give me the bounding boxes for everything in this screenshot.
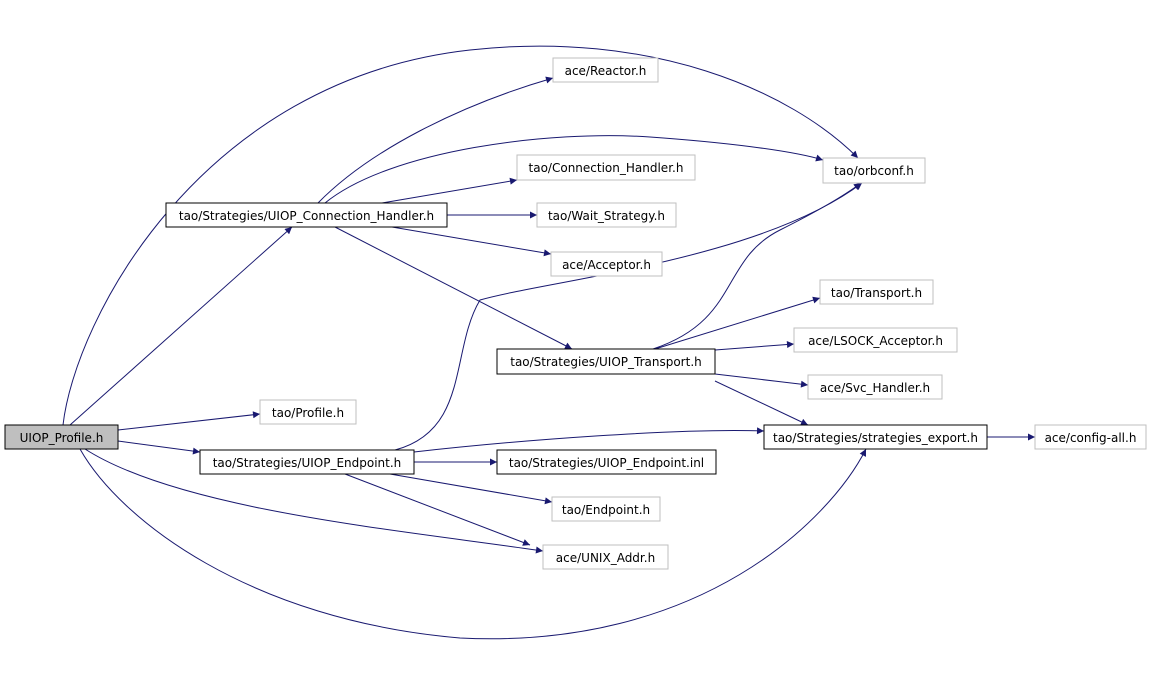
node-label: tao/Strategies/UIOP_Endpoint.inl xyxy=(509,456,704,470)
node-uiop-profile[interactable]: UIOP_Profile.h xyxy=(4,424,119,450)
edge-conn-handler-to-orbconf xyxy=(324,135,824,204)
node-box xyxy=(542,544,669,570)
node-box xyxy=(4,424,119,450)
node-lsock-acceptor[interactable]: ace/LSOCK_Acceptor.h xyxy=(793,327,958,353)
node-box xyxy=(199,449,415,475)
node-box xyxy=(259,399,357,425)
edge-transport-to-tao-transport xyxy=(654,296,821,350)
node-transport[interactable]: tao/Strategies/UIOP_Transport.h xyxy=(496,348,716,375)
edges-layer xyxy=(62,45,1035,640)
node-label: ace/LSOCK_Acceptor.h xyxy=(808,334,943,348)
edge-transport-to-strategies-export xyxy=(714,380,809,426)
node-box xyxy=(819,279,934,305)
node-tao-endpoint[interactable]: tao/Endpoint.h xyxy=(551,496,661,522)
node-tao-profile[interactable]: tao/Profile.h xyxy=(259,399,357,425)
node-label: tao/Transport.h xyxy=(831,286,922,300)
edge-uiop-profile-to-conn-handler xyxy=(69,226,293,426)
node-orbconf[interactable]: tao/orbconf.h xyxy=(822,157,926,184)
node-label: tao/Profile.h xyxy=(272,406,344,420)
nodes-layer: UIOP_Profile.h tao/Strategies/UIOP_Connec… xyxy=(4,57,1147,570)
node-label: tao/orbconf.h xyxy=(834,164,914,178)
node-box xyxy=(496,449,717,475)
edge-endpoint-to-orbconf xyxy=(394,182,863,451)
node-config-all[interactable]: ace/config-all.h xyxy=(1034,424,1147,450)
node-box xyxy=(536,202,677,228)
edge-transport-to-svc-handler xyxy=(714,373,809,388)
node-endpoint[interactable]: tao/Strategies/UIOP_Endpoint.h xyxy=(199,449,415,475)
edge-endpoint-to-strategies-export xyxy=(413,427,765,453)
node-label: UIOP_Profile.h xyxy=(20,431,104,445)
node-label: tao/Endpoint.h xyxy=(562,503,650,517)
node-box xyxy=(1034,424,1147,450)
node-reactor[interactable]: ace/Reactor.h xyxy=(552,57,659,83)
node-strategies-export[interactable]: tao/Strategies/strategies_export.h xyxy=(763,424,988,450)
node-svc-handler[interactable]: ace/Svc_Handler.h xyxy=(807,374,943,400)
node-box xyxy=(763,424,988,450)
node-wait-strategy[interactable]: tao/Wait_Strategy.h xyxy=(536,202,677,228)
node-box xyxy=(552,57,659,83)
node-box xyxy=(516,154,696,181)
node-tao-conn-handler[interactable]: tao/Connection_Handler.h xyxy=(516,154,696,181)
edge-conn-handler-to-transport xyxy=(334,226,573,350)
node-box xyxy=(822,157,926,184)
node-unix-addr[interactable]: ace/UNIX_Addr.h xyxy=(542,544,669,570)
node-conn-handler[interactable]: tao/Strategies/UIOP_Connection_Handler.h xyxy=(165,202,448,228)
edge-uiop-profile-to-endpoint xyxy=(117,440,201,455)
node-label: ace/Acceptor.h xyxy=(562,258,651,272)
edge-endpoint-to-tao-endpoint xyxy=(389,473,553,505)
node-box xyxy=(165,202,448,228)
node-label: tao/Wait_Strategy.h xyxy=(548,209,665,223)
edge-transport-to-orbconf xyxy=(652,182,862,350)
node-acceptor[interactable]: ace/Acceptor.h xyxy=(550,251,663,277)
node-label: tao/Strategies/UIOP_Endpoint.h xyxy=(213,456,402,470)
edge-conn-handler-to-tao-conn-handler xyxy=(381,177,518,204)
node-label: tao/Connection_Handler.h xyxy=(529,161,684,175)
node-tao-transport[interactable]: tao/Transport.h xyxy=(819,279,934,305)
node-label: tao/Strategies/UIOP_Connection_Handler.h xyxy=(179,209,434,223)
edge-conn-handler-to-acceptor xyxy=(391,226,552,257)
node-label: ace/config-all.h xyxy=(1045,431,1137,445)
node-label: tao/Strategies/UIOP_Transport.h xyxy=(510,355,702,369)
node-box xyxy=(496,348,716,375)
node-box xyxy=(807,374,943,400)
edge-uiop-profile-to-strategies-export xyxy=(79,448,867,640)
node-label: ace/Reactor.h xyxy=(565,64,647,78)
edge-uiop-profile-to-unix-addr xyxy=(84,448,544,554)
edge-uiop-profile-to-tao-profile xyxy=(117,411,261,431)
edge-conn-handler-to-reactor xyxy=(317,76,554,204)
node-box xyxy=(550,251,663,277)
edge-endpoint-to-unix-addr xyxy=(344,473,531,546)
node-label: ace/UNIX_Addr.h xyxy=(556,551,655,565)
node-label: tao/Strategies/strategies_export.h xyxy=(773,431,978,445)
node-endpoint-inl[interactable]: tao/Strategies/UIOP_Endpoint.inl xyxy=(496,449,717,475)
edge-transport-to-lsock-acceptor xyxy=(714,341,795,351)
edge-uiop-profile-to-orbconf xyxy=(62,45,859,426)
node-box xyxy=(551,496,661,522)
node-box xyxy=(793,327,958,353)
node-label: ace/Svc_Handler.h xyxy=(820,381,930,395)
